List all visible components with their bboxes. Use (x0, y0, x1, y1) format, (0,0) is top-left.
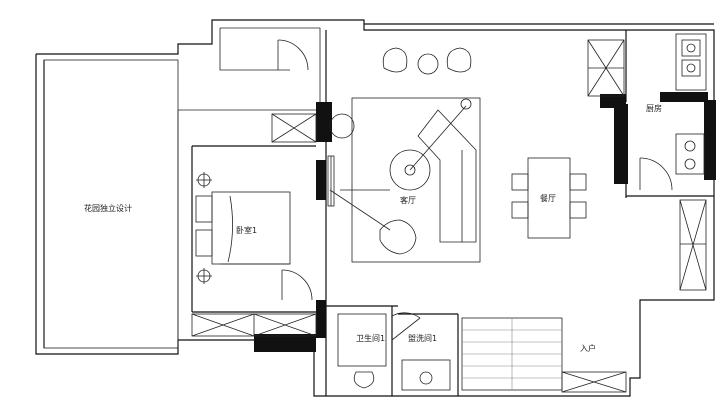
round-cabinet (329, 113, 355, 139)
garden-terrace (43, 59, 179, 349)
room-label-kitchen: 厨房 (646, 104, 662, 113)
coffee-table (389, 98, 472, 191)
solid-wall-segments (254, 92, 716, 352)
room-label-bedroom: 卧室1 (236, 226, 258, 235)
stairs (461, 317, 627, 393)
room-label-entrance: 入户 (580, 344, 596, 353)
living-rug (351, 97, 481, 263)
room-label-laundry: 盥洗间1 (408, 334, 438, 343)
armchair (329, 189, 417, 255)
room-label-garden: 花园独立设计 (84, 204, 132, 213)
wardrobe-top (271, 113, 317, 143)
dining-table (511, 157, 587, 239)
doors (277, 39, 673, 341)
kitchen-cabinets (587, 33, 707, 291)
interior-walls (191, 30, 714, 396)
sliding-door (327, 155, 335, 207)
wardrobe-bottom (191, 313, 317, 337)
room-label-living: 客厅 (400, 196, 416, 205)
night-lamp-icon (196, 172, 212, 284)
room-label-bathroom: 卫生间1 (356, 334, 386, 343)
round-dining-set (382, 47, 472, 75)
bed (195, 191, 291, 265)
room-label-dining: 餐厅 (540, 194, 556, 203)
bathroom-fixtures (337, 313, 451, 391)
sofa (417, 109, 477, 243)
